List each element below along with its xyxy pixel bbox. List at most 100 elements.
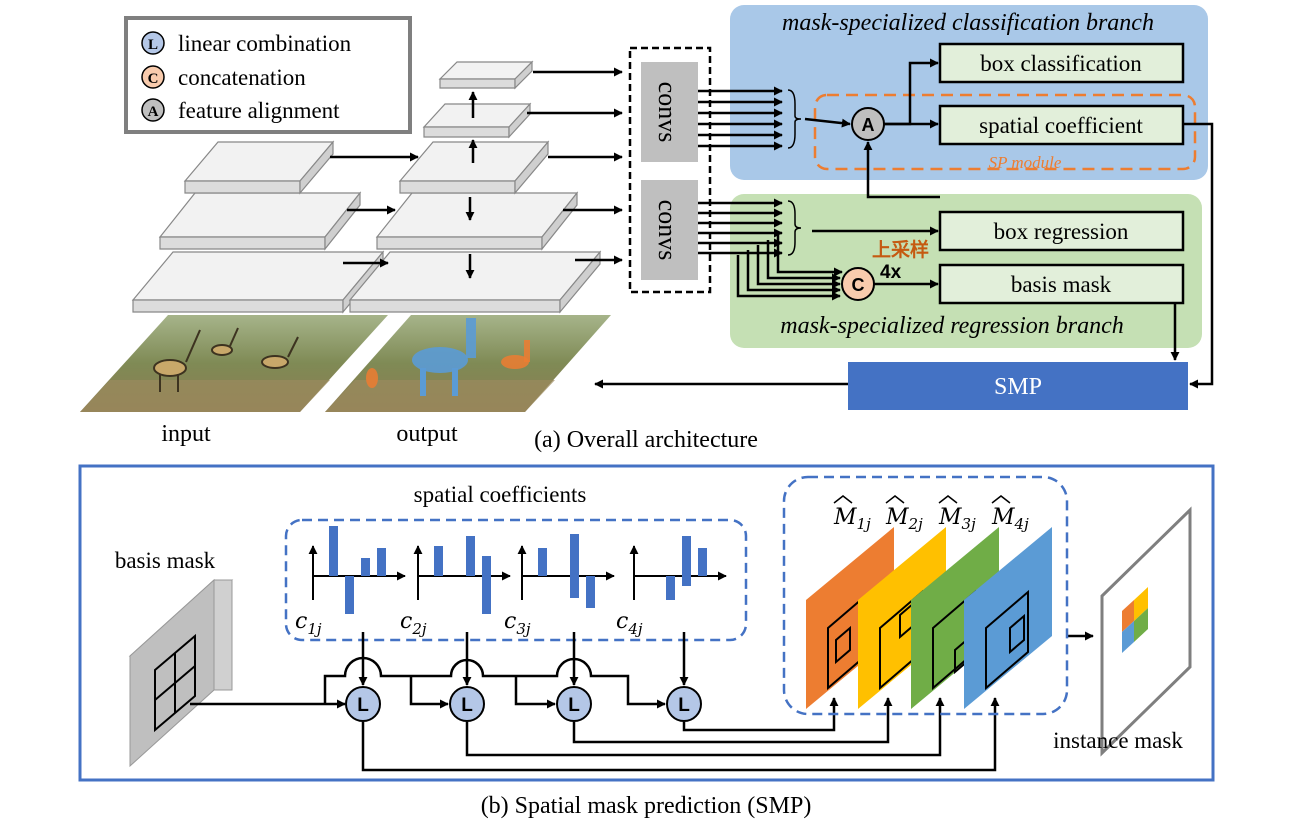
coefficient-bar bbox=[698, 548, 707, 576]
legend-align: A feature alignment bbox=[141, 98, 340, 123]
masks-frame bbox=[782, 475, 1069, 716]
fpn-to-convs-arrows bbox=[527, 67, 623, 265]
cls-branch-title: mask-specialized classification branch bbox=[782, 10, 1154, 36]
instance-mask bbox=[1100, 506, 1192, 757]
convs-upper-outputs bbox=[698, 86, 851, 151]
convs-block: convs convs bbox=[628, 46, 712, 294]
fpn-layer-5 bbox=[438, 60, 534, 90]
coefficient-bar bbox=[434, 546, 443, 576]
convs-upper: convs bbox=[641, 62, 698, 162]
coefficient-bar bbox=[570, 534, 579, 576]
coefficient-label-4: c4j bbox=[616, 609, 643, 638]
caption-b: (b) Spatial mask prediction (SMP) bbox=[481, 793, 812, 819]
output-instance-orange bbox=[366, 340, 530, 388]
coefficient-label-2: c2j bbox=[400, 609, 427, 638]
linear-node-3: L bbox=[556, 686, 592, 722]
coefficient-bar bbox=[586, 576, 595, 608]
output-image bbox=[325, 315, 611, 412]
mask-hat bbox=[938, 495, 958, 504]
upsample-label: 上采样 bbox=[872, 238, 929, 261]
spatial-coefficient: spatial coefficient bbox=[938, 104, 1185, 146]
reg-branch-title: mask-specialized regression branch bbox=[780, 313, 1124, 339]
mask-label-4: M4j bbox=[991, 505, 1029, 533]
legend-linear-symbol: L bbox=[148, 37, 158, 53]
lateral-arrows bbox=[330, 152, 419, 268]
coefficient-plots: c1j c2j c3j c4j bbox=[295, 526, 727, 638]
fpn-layer-2 bbox=[375, 191, 579, 251]
caption-a: (a) Overall architecture bbox=[534, 427, 758, 453]
legend-linear: L linear combination bbox=[141, 31, 352, 56]
convs-lower-label: convs bbox=[653, 200, 682, 261]
fpn-layer-4 bbox=[422, 102, 532, 139]
spatial-coefficients-title: spatial coefficients bbox=[414, 482, 587, 507]
smp-panel-frame bbox=[78, 464, 1215, 782]
coefficient-plot-1: c1j bbox=[295, 526, 406, 638]
backbone-layer-1 bbox=[131, 250, 385, 314]
coefficient-bar bbox=[570, 576, 579, 598]
linear-node-symbol: L bbox=[678, 695, 690, 716]
coefficient-label-3: c3j bbox=[504, 609, 531, 638]
legend-concat: C concatenation bbox=[141, 65, 306, 90]
legend-concat-symbol: C bbox=[148, 71, 159, 87]
coefficient-bar bbox=[345, 576, 354, 614]
linear-node-2: L bbox=[449, 686, 485, 722]
mask-label-1: M1j bbox=[833, 505, 871, 533]
linear-node-1: L bbox=[345, 686, 381, 722]
linear-node-symbol: L bbox=[461, 695, 473, 716]
coefficient-bar bbox=[538, 548, 547, 576]
box-regression: box regression bbox=[938, 210, 1185, 252]
mask-hat bbox=[833, 495, 853, 504]
coefficient-label-1: c1j bbox=[295, 609, 322, 638]
convs-lower: convs bbox=[641, 180, 698, 280]
box-regression-label: box regression bbox=[994, 219, 1129, 244]
branch-connections bbox=[594, 58, 1214, 389]
sp-module-label: SP module bbox=[989, 153, 1062, 172]
mask-panel-4 bbox=[964, 527, 1052, 709]
output-instance-blue bbox=[412, 318, 476, 396]
basis-mask-label: basis mask bbox=[115, 548, 216, 573]
basis-mask-image bbox=[128, 578, 234, 768]
spatial-coefficient-label: spatial coefficient bbox=[979, 113, 1143, 138]
basis-mask-box-label: basis mask bbox=[1011, 272, 1112, 297]
instance-mask-label: instance mask bbox=[1053, 728, 1183, 753]
concat-symbol: C bbox=[852, 275, 865, 295]
legend-concat-label: concatenation bbox=[178, 65, 306, 90]
linear-node-4: L bbox=[666, 686, 702, 722]
mask-hat bbox=[991, 495, 1011, 504]
convs-upper-label: convs bbox=[653, 82, 682, 143]
align-node: A bbox=[851, 107, 885, 141]
backbone-layer-3 bbox=[183, 140, 335, 195]
smp-wiring bbox=[190, 631, 1094, 772]
mask-window bbox=[985, 589, 1029, 691]
coefficients-frame bbox=[284, 518, 748, 642]
classification-branch: mask-specialized classification branch S… bbox=[730, 5, 1208, 180]
legend-linear-label: linear combination bbox=[178, 31, 352, 56]
coefficient-bar bbox=[682, 576, 691, 586]
smp-block: SMP bbox=[848, 362, 1188, 410]
coefficient-bar bbox=[482, 556, 491, 576]
mask-label-2: M2j bbox=[885, 505, 923, 533]
smp-label: SMP bbox=[994, 374, 1042, 400]
sp-module-frame bbox=[813, 93, 1197, 171]
coefficient-plot-4: c4j bbox=[616, 536, 727, 638]
coefficient-bar bbox=[329, 526, 338, 576]
backbone-pyramid bbox=[131, 140, 385, 314]
convs-lower-outputs bbox=[698, 198, 939, 301]
coefficient-bar bbox=[666, 576, 675, 600]
align-symbol: A bbox=[862, 115, 875, 135]
mask-label-3: M3j bbox=[938, 505, 976, 533]
upsample-factor: 4x bbox=[880, 262, 902, 283]
mask-hat bbox=[885, 495, 905, 504]
fpn-layer-1 bbox=[348, 250, 602, 314]
input-image bbox=[80, 315, 388, 412]
coefficient-bar bbox=[482, 576, 491, 614]
coefficient-bar bbox=[377, 548, 386, 576]
coefficient-plot-3: c3j bbox=[504, 534, 615, 638]
linear-node-symbol: L bbox=[568, 695, 580, 716]
linear-node-symbol: L bbox=[357, 695, 369, 716]
backbone-layer-2 bbox=[158, 191, 362, 251]
regression-branch: mask-specialized regression branch box r… bbox=[730, 194, 1202, 348]
coefficient-bar bbox=[361, 558, 370, 576]
